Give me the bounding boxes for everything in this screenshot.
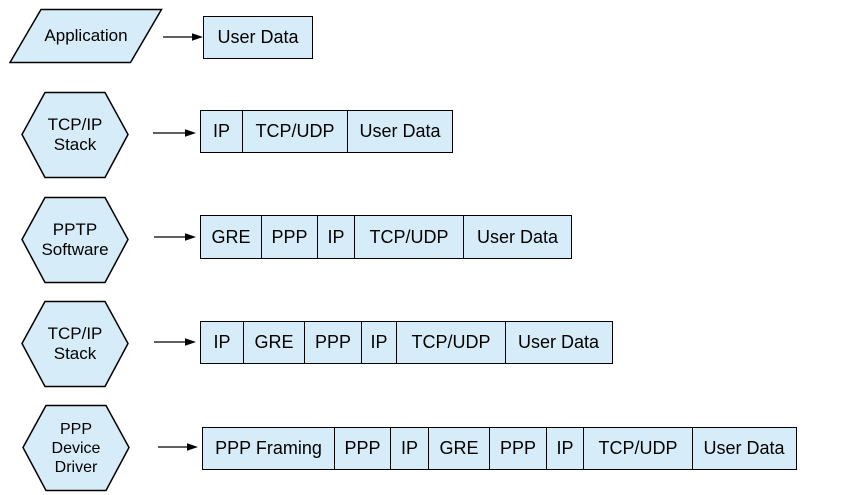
packet-segment: TCP/UDP: [241, 110, 349, 153]
segment-label: IP: [213, 332, 231, 352]
right-arrow-icon: [154, 233, 196, 241]
segment-label: User Data: [217, 27, 299, 47]
segment-label: TCP/UDP: [598, 438, 678, 458]
process-shape-pptp-software: PPTP Software: [21, 196, 129, 284]
packet-segment: User Data: [347, 110, 453, 153]
right-arrow-icon: [158, 443, 198, 451]
process-shape-application: Application: [9, 8, 163, 64]
segment-label: User Data: [476, 226, 559, 247]
process-label: TCP/IP Stack: [21, 91, 129, 179]
segment-label: PPP: [314, 332, 352, 352]
packet-segment: IP: [317, 215, 355, 259]
packet-segment: GRE: [427, 427, 491, 470]
packet-segment: PPP: [489, 427, 547, 470]
process-label-line: PPP: [59, 420, 92, 438]
right-arrow-icon: [154, 338, 196, 346]
process-shape-tcpip-stack-upper: TCP/IP Stack: [21, 91, 129, 179]
right-arrow-icon: [153, 129, 196, 137]
segment-label: User Data: [359, 121, 441, 141]
packet-segment: IP: [390, 427, 429, 470]
packet-segment: TCP/UDP: [353, 215, 465, 259]
segment-label: TCP/UDP: [411, 332, 491, 352]
packet-segment: IP: [200, 321, 244, 364]
segment-label: PPP Framing: [215, 438, 322, 458]
segment-label: TCP/UDP: [255, 121, 335, 141]
process-label-line: Driver: [54, 458, 98, 476]
packet-segment: PPP: [304, 321, 362, 364]
packet-segment: PPP: [260, 215, 319, 259]
parallelogram-shape: [9, 8, 163, 64]
segment-label: GRE: [439, 438, 479, 458]
hexagon-shape: [22, 404, 130, 492]
process-label: Application: [9, 8, 163, 64]
process-label-line: Software: [41, 240, 109, 259]
segment-label: PPP: [499, 438, 537, 458]
segment-label: PPP: [344, 438, 381, 458]
process-label-line: Device: [51, 439, 101, 457]
packet-segment: IP: [545, 427, 585, 470]
packet-segment: IP: [360, 321, 398, 364]
process-label-line: Stack: [53, 135, 97, 154]
segment-label: IP: [400, 438, 418, 458]
packet-row-ppp-device: PPP Framing PPP IP GRE PPP IP TCP/UDP Us…: [202, 427, 797, 470]
segment-label: IP: [327, 226, 345, 247]
segment-label: GRE: [211, 226, 251, 247]
process-label-line: TCP/IP: [47, 115, 103, 134]
right-arrow-icon: [163, 33, 203, 41]
hexagon-shape: [21, 300, 129, 388]
process-label-line: Application: [44, 26, 128, 45]
segment-label: GRE: [254, 332, 294, 352]
segment-label: User Data: [517, 332, 600, 352]
segment-label: User Data: [703, 438, 785, 458]
process-label: PPP Device Driver: [22, 404, 130, 492]
packet-segment: User Data: [504, 321, 613, 364]
hexagon-shape: [21, 91, 129, 179]
packet-segment: User Data: [463, 215, 572, 259]
packet-row-pptp: GRE PPP IP TCP/UDP User Data: [200, 215, 572, 259]
process-label-line: TCP/IP: [47, 324, 103, 343]
packet-segment: TCP/UDP: [583, 427, 693, 470]
segment-label: IP: [556, 438, 574, 458]
packet-segment: PPP: [333, 427, 392, 470]
packet-segment: PPP Framing: [202, 427, 335, 470]
packet-segment: User Data: [691, 427, 797, 470]
segment-label: TCP/UDP: [369, 226, 449, 247]
packet-row-tcpip-upper: IP TCP/UDP User Data: [200, 110, 453, 153]
packet-row-tcpip-lower: IP GRE PPP IP TCP/UDP User Data: [200, 321, 613, 364]
packet-segment: User Data: [203, 16, 313, 59]
hexagon-shape: [21, 196, 129, 284]
process-shape-tcpip-stack-lower: TCP/IP Stack: [21, 300, 129, 388]
process-label: TCP/IP Stack: [21, 300, 129, 388]
packet-segment: GRE: [242, 321, 306, 364]
packet-row-application: User Data: [203, 16, 313, 59]
process-label-line: PPTP: [52, 220, 98, 239]
process-label: PPTP Software: [21, 196, 129, 284]
segment-label: IP: [212, 121, 230, 141]
process-label-line: Stack: [53, 344, 97, 363]
segment-label: IP: [370, 332, 388, 352]
packet-segment: IP: [200, 110, 243, 153]
packet-segment: GRE: [200, 215, 262, 259]
segment-label: PPP: [271, 226, 308, 247]
process-shape-ppp-device-driver: PPP Device Driver: [22, 404, 130, 492]
packet-segment: TCP/UDP: [396, 321, 506, 364]
